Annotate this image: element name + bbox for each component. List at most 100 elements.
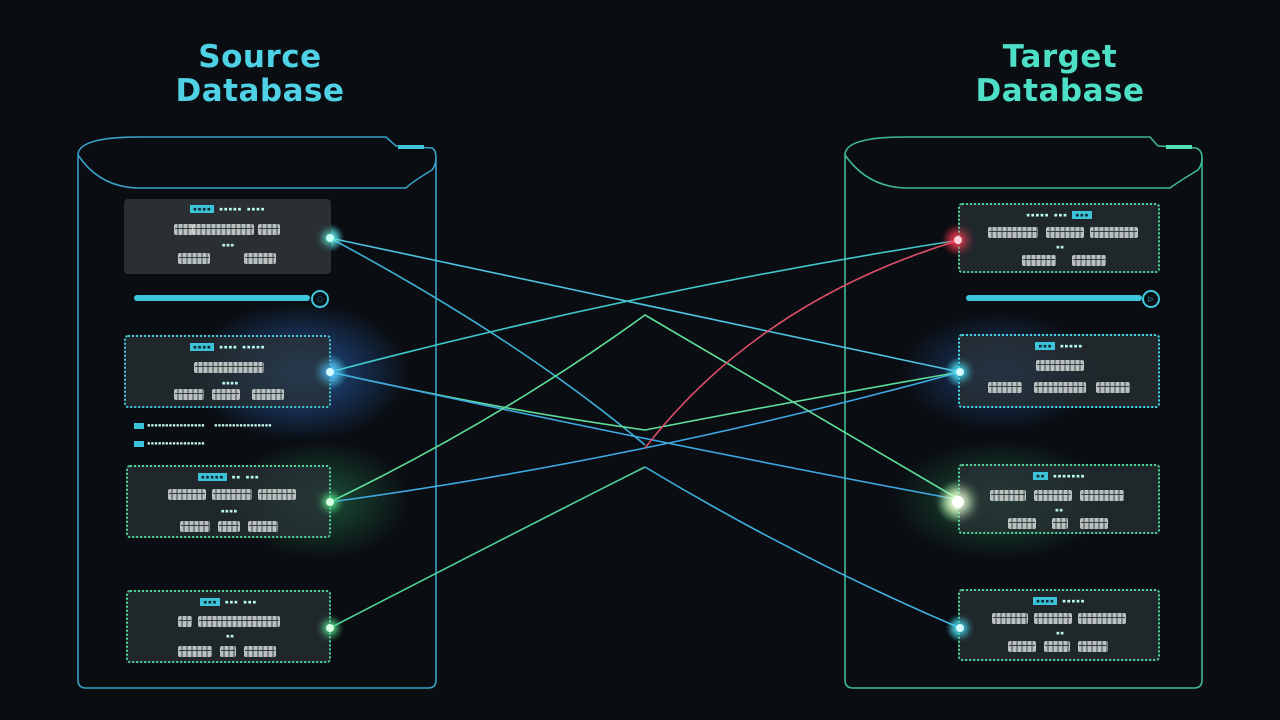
card-field	[1090, 227, 1138, 238]
card-field	[192, 224, 254, 235]
connector-node-s1[interactable]	[326, 234, 334, 242]
card-relation-tag: ▪▪▪▪	[221, 379, 239, 387]
target-title-line1: Target	[1002, 39, 1118, 75]
source-table-card-2[interactable]: ▪▪▪▪ ▪▪▪▪ ▪▪▪▪▪ ▪▪▪▪	[124, 335, 331, 408]
card-header: ▪▪ ▪▪▪▪▪▪▪	[960, 472, 1158, 480]
connector-node-t3[interactable]	[952, 496, 964, 508]
card-field	[180, 521, 210, 532]
connection-lines	[329, 237, 961, 629]
card-field	[1034, 613, 1072, 624]
play-icon: ▷	[1148, 295, 1154, 303]
legend-chip	[134, 440, 144, 447]
card-field	[174, 224, 196, 235]
card-header-highlight: ▪▪▪	[200, 598, 220, 606]
connector-node-t2[interactable]	[956, 368, 964, 376]
card-header-text: ▪▪▪▪▪ ▪▪▪	[1026, 211, 1068, 219]
source-legend-row-3: ▪▪▪▪▪▪▪▪▪▪▪▪▪▪▪▪	[134, 440, 205, 447]
target-cylinder	[844, 136, 1203, 689]
card-field	[1080, 490, 1124, 501]
link-s2-t1[interactable]	[329, 239, 961, 373]
card-header-text: ▪▪▪▪▪ ▪▪▪▪	[218, 205, 266, 213]
card-field	[1078, 613, 1126, 624]
source-table-card-3[interactable]: ▪▪▪▪▪ ▪▪ ▪▪▪ ▪▪▪▪	[126, 465, 331, 538]
connector-node-s4[interactable]	[326, 624, 334, 632]
card-field	[244, 253, 276, 264]
card-header-highlight: ▪▪▪	[1035, 342, 1056, 350]
card-field	[252, 389, 284, 400]
card-header-text: ▪▪▪ ▪▪▪	[224, 598, 257, 606]
target-progress-bar[interactable]	[966, 295, 1142, 301]
link-s1-t2[interactable]	[329, 237, 961, 373]
card-header-text: ▪▪▪▪▪	[1062, 597, 1086, 605]
card-relation-tag: ▪▪	[1055, 629, 1065, 637]
card-relation-tag: ▪▪	[1054, 506, 1064, 514]
card-field	[178, 616, 192, 627]
connector-node-s2[interactable]	[326, 368, 334, 376]
card-field	[1034, 490, 1072, 501]
card-field	[1072, 255, 1106, 266]
card-field	[1052, 518, 1068, 529]
source-progress-bar[interactable]	[134, 295, 310, 301]
card-header-text: ▪▪▪▪▪▪▪	[1052, 472, 1086, 480]
card-field	[220, 646, 236, 657]
card-field	[988, 227, 1038, 238]
link-s4-xlow[interactable]	[329, 466, 646, 629]
card-header: ▪▪▪▪▪ ▪▪▪ ▪▪▪	[960, 211, 1158, 219]
source-title-line1: Source	[198, 39, 322, 75]
link-s2-t3[interactable]	[329, 371, 961, 501]
card-header-highlight: ▪▪	[1032, 472, 1049, 480]
link-s3-t2[interactable]	[329, 371, 961, 503]
card-field	[1096, 382, 1130, 393]
card-header-text: ▪▪ ▪▪▪	[231, 473, 260, 481]
link-s3-peak[interactable]	[329, 314, 961, 503]
target-database-title: Target Database	[940, 40, 1180, 108]
card-relation-tag: ▪▪	[225, 632, 235, 640]
target-table-card-3[interactable]: ▪▪ ▪▪▪▪▪▪▪ ▪▪	[958, 464, 1160, 534]
link-s1-xmid[interactable]	[329, 237, 646, 446]
link-xlow-t4[interactable]	[644, 466, 961, 629]
card-header-highlight: ▪▪▪▪▪	[197, 473, 227, 481]
card-field	[1008, 518, 1036, 529]
card-field	[1022, 255, 1056, 266]
target-table-card-1[interactable]: ▪▪▪▪▪ ▪▪▪ ▪▪▪ ▪▪	[958, 203, 1160, 273]
card-field	[178, 646, 212, 657]
card-field	[258, 489, 296, 500]
source-table-card-1[interactable]: ▪▪▪▪ ▪▪▪▪▪ ▪▪▪▪ ▪▪▪	[124, 199, 331, 274]
card-field	[244, 646, 276, 657]
play-icon: ◌	[316, 295, 324, 303]
connector-node-s3[interactable]	[326, 498, 334, 506]
card-header: ▪▪▪ ▪▪▪ ▪▪▪	[128, 598, 329, 606]
legend-text: ▪▪▪▪▪▪▪▪▪▪▪▪▪▪▪▪	[147, 440, 205, 447]
card-field	[174, 389, 204, 400]
card-field	[168, 489, 206, 500]
card-header: ▪▪▪▪▪ ▪▪ ▪▪▪	[128, 473, 329, 481]
card-header: ▪▪▪▪ ▪▪▪▪ ▪▪▪▪▪	[126, 343, 329, 351]
card-relation-tag: ▪▪▪▪	[220, 507, 238, 515]
link-s2-t2[interactable]	[329, 371, 961, 431]
card-field	[218, 521, 240, 532]
card-field	[1008, 641, 1036, 652]
target-table-card-4[interactable]: ▪▪▪▪ ▪▪▪▪▪ ▪▪	[958, 589, 1160, 661]
card-field	[178, 253, 210, 264]
target-progress-knob[interactable]: ▷	[1142, 290, 1160, 308]
card-relation-tag: ▪▪	[1055, 243, 1065, 251]
connector-node-t4[interactable]	[956, 624, 964, 632]
card-field	[1080, 518, 1108, 529]
source-progress-knob[interactable]: ◌	[311, 290, 329, 308]
source-legend-row-1: ▪▪▪▪▪▪▪▪▪▪▪▪▪▪▪▪	[134, 422, 205, 429]
source-table-card-4[interactable]: ▪▪▪ ▪▪▪ ▪▪▪ ▪▪	[126, 590, 331, 663]
card-header-text: ▪▪▪▪ ▪▪▪▪▪	[218, 343, 266, 351]
connector-node-t1[interactable]	[954, 236, 962, 244]
legend-chip	[134, 422, 144, 429]
source-database-title: Source Database	[140, 40, 380, 108]
target-table-card-2[interactable]: ▪▪▪ ▪▪▪▪▪	[958, 334, 1160, 408]
source-title-line2: Database	[175, 73, 345, 109]
card-field	[248, 521, 278, 532]
card-field	[988, 382, 1022, 393]
target-title-line2: Database	[975, 73, 1145, 109]
link-mid-t1[interactable]	[644, 239, 961, 449]
card-field	[212, 489, 252, 500]
card-header: ▪▪▪▪ ▪▪▪▪▪ ▪▪▪▪	[124, 205, 331, 213]
card-header: ▪▪▪▪ ▪▪▪▪▪	[960, 597, 1158, 605]
legend-text: ▪▪▪▪▪▪▪▪▪▪▪▪▪▪▪▪	[147, 422, 205, 429]
